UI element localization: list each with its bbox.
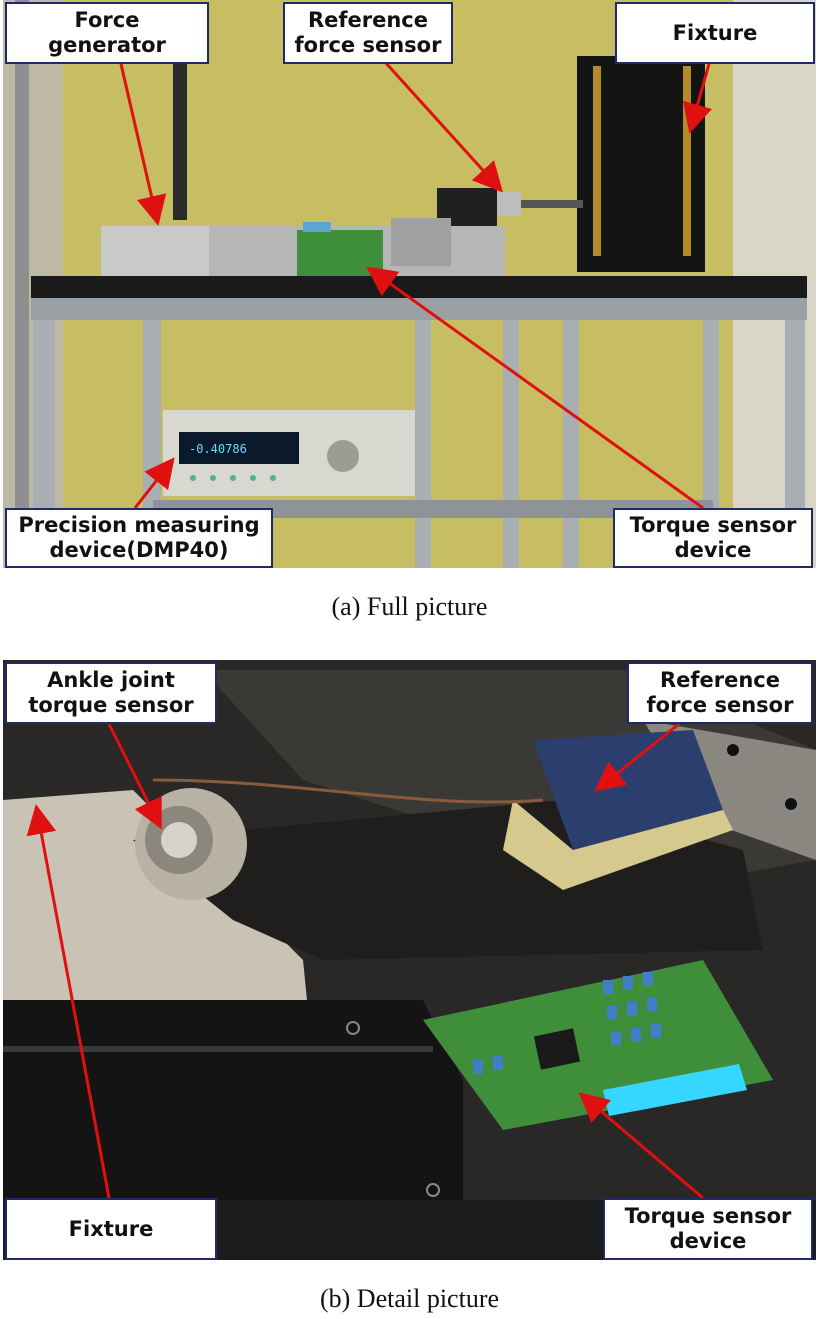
label-reference-force-sensor-b: Reference force sensor	[627, 662, 813, 724]
caption-detail-picture: (b) Detail picture	[319, 1284, 500, 1313]
torque-pcb	[297, 230, 383, 276]
bolts	[346, 742, 799, 1197]
left-pole	[15, 0, 29, 568]
force-generator-carriage	[391, 218, 451, 266]
connecting-rod	[493, 200, 583, 208]
caption-full-picture: (a) Full picture	[331, 592, 488, 621]
table-top	[31, 276, 807, 298]
detail-picture-photo: Ankle joint torque sensor Reference forc…	[3, 660, 816, 1260]
fixture-rail-left	[593, 66, 601, 256]
label-fixture: Fixture	[615, 2, 815, 64]
pcb-chip	[533, 1028, 581, 1070]
cable	[152, 778, 544, 804]
dmp40-screen	[179, 432, 299, 464]
reference-sensor-base	[503, 800, 733, 890]
dmp40-knob	[327, 440, 359, 472]
fixture-bar	[3, 1000, 463, 1200]
label-fixture-b: Fixture	[5, 1198, 217, 1260]
label-reference-force-sensor: Reference force sensor	[283, 2, 453, 64]
pcb-components	[473, 972, 661, 1074]
full-picture-photo: -0.40786 Force generator Reference force…	[3, 0, 816, 568]
label-ankle-joint-torque-sensor: Ankle joint torque sensor	[5, 662, 217, 724]
fixture-rail-right	[683, 66, 691, 256]
label-precision-measuring-device: Precision measuring device(DMP40)	[5, 508, 273, 568]
torque-pcb-display	[303, 222, 331, 232]
label-torque-sensor-device: Torque sensor device	[613, 508, 813, 568]
dmp40-reading: -0.40786	[189, 442, 247, 456]
reference-sensor-head	[497, 192, 521, 216]
ankle-sensor-hub	[161, 822, 197, 858]
table-frame-top	[31, 298, 807, 320]
label-force-generator: Force generator	[5, 2, 209, 64]
dmp40-buttons	[190, 475, 276, 481]
force-generator-motor	[101, 226, 209, 276]
fixture-bar-groove	[3, 1046, 433, 1052]
detail-picture-scene	[3, 660, 816, 1260]
label-torque-sensor-device-b: Torque sensor device	[603, 1198, 813, 1260]
full-picture-scene: -0.40786	[3, 0, 816, 568]
back-pole	[173, 60, 187, 220]
